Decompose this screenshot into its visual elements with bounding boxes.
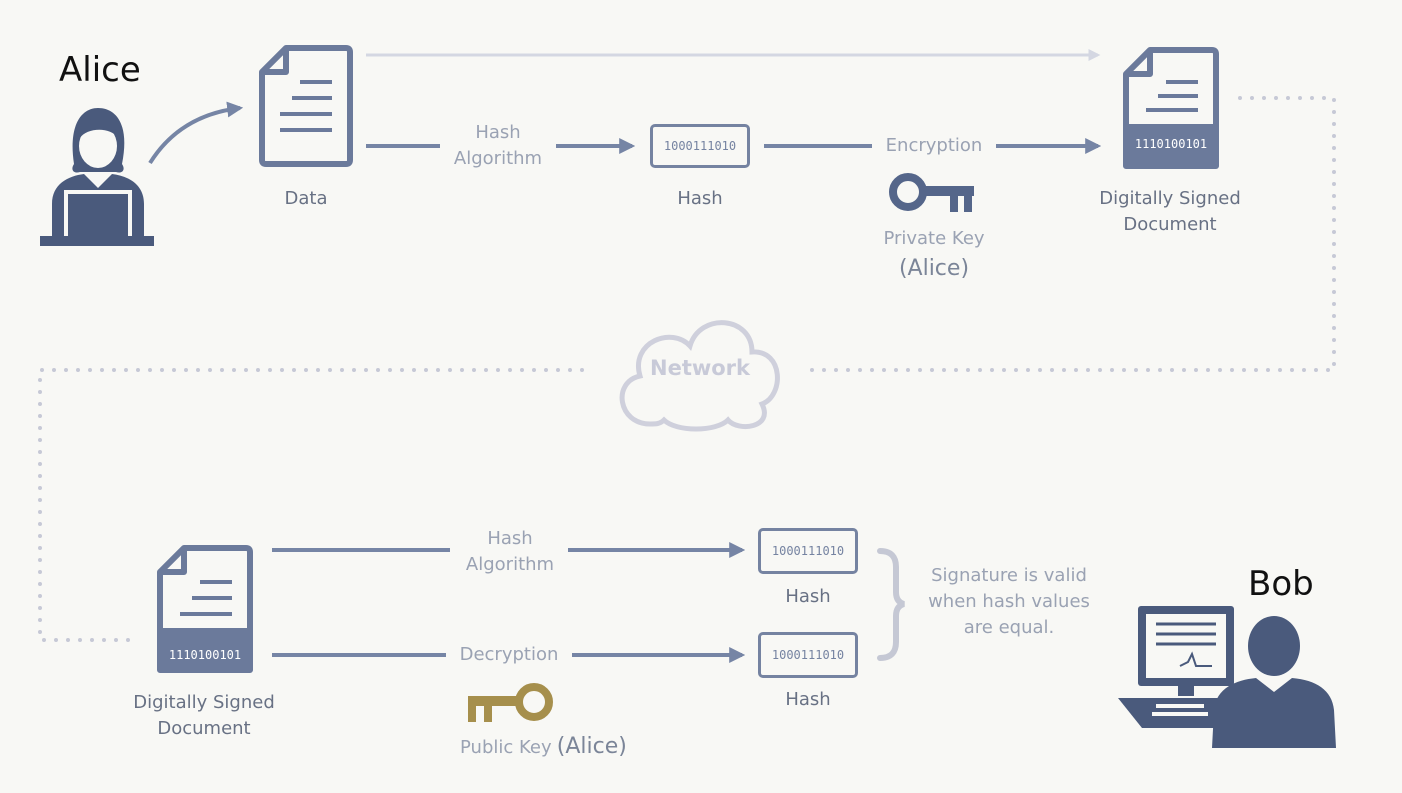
bottom-hash-box-2: 1000111010 [758, 632, 858, 678]
public-key-owner: (Alice) [556, 734, 627, 759]
public-key-caption: Public Key (Alice) [460, 734, 627, 761]
signature-valid-note: Signature is valid when hash values are … [928, 565, 1090, 638]
signed-document-label-top: Digitally Signed Document [1099, 188, 1241, 235]
signed-document-value-top: 1110100101 [1134, 137, 1208, 151]
decryption-label: Decryption [459, 644, 559, 665]
bottom-hash-box-1: 1000111010 [758, 528, 858, 574]
bottom-hash-algorithm-label: Hash Algorithm [465, 528, 555, 575]
network-dotted-path-left [38, 368, 584, 642]
network-label: Network [650, 356, 751, 380]
network-dotted-path-right [806, 96, 1336, 372]
signed-document-icon-top [1123, 47, 1219, 169]
private-key-icon [889, 173, 974, 212]
data-label: Data [284, 188, 328, 209]
network-cloud-icon [619, 320, 780, 432]
bob-computer-user-icon [1118, 606, 1336, 748]
alice-user-icon [40, 108, 154, 246]
comparison-brace [877, 548, 905, 661]
alice-to-data-arrow [148, 101, 244, 165]
public-key-label: Public Key [460, 737, 552, 758]
public-key-icon [468, 683, 553, 722]
bottom-hash-label-1: Hash [785, 586, 831, 607]
signed-document-icon-bottom [157, 545, 253, 673]
bottom-hash-label-2: Hash [785, 689, 831, 710]
alice-name: Alice [59, 50, 141, 90]
private-key-owner: (Alice) [898, 256, 970, 281]
bob-name: Bob [1248, 564, 1314, 604]
top-hash-label: Hash [677, 188, 723, 209]
top-hash-box: 1000111010 [650, 124, 750, 168]
top-hash-algorithm-label: Hash Algorithm [453, 122, 543, 169]
data-document-icon [259, 45, 353, 167]
private-key-label: Private Key [883, 228, 985, 249]
signed-document-value-bottom: 1110100101 [168, 648, 242, 662]
encryption-label: Encryption [885, 135, 983, 156]
signed-document-label-bottom: Digitally Signed Document [133, 692, 275, 739]
